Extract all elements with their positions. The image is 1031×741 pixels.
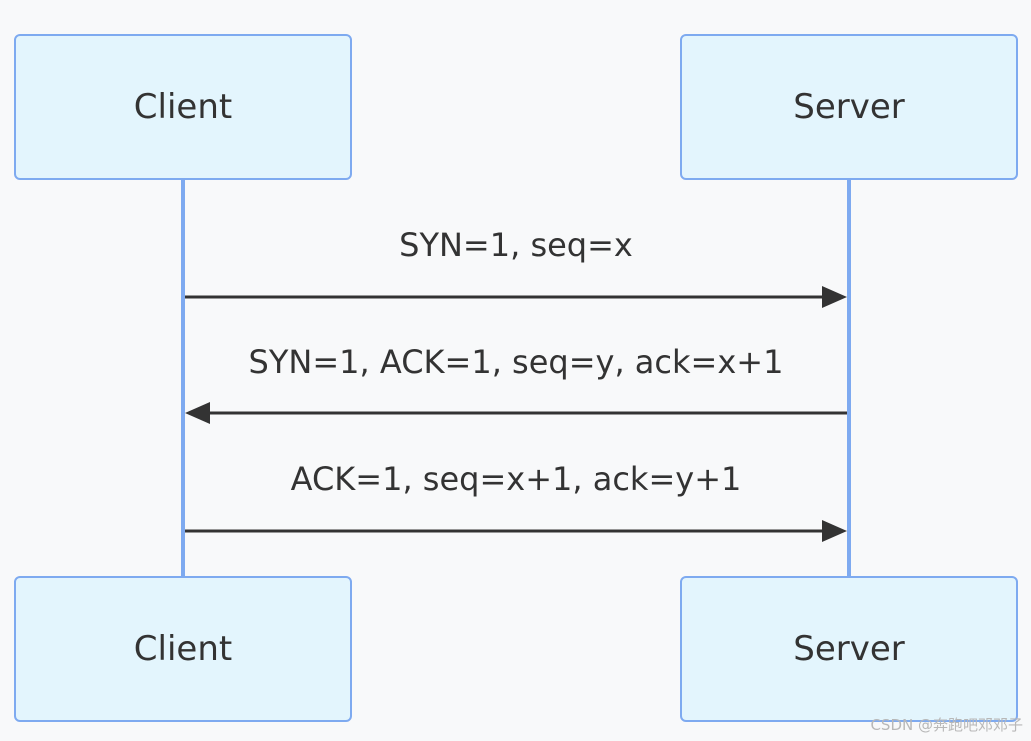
server-actor-top-label: Server bbox=[793, 87, 905, 127]
server-actor-bottom: Server bbox=[680, 576, 1018, 722]
arrow-ack-head bbox=[822, 520, 847, 542]
client-actor-bottom-label: Client bbox=[133, 629, 233, 669]
watermark: CSDN @奔跑吧邓邓子 bbox=[870, 716, 1023, 734]
arrow-syn-ack-head bbox=[185, 402, 210, 424]
server-actor-top: Server bbox=[680, 34, 1018, 180]
message-label-syn: SYN=1, seq=x bbox=[399, 226, 633, 264]
client-actor-top: Client bbox=[14, 34, 352, 180]
client-lifeline bbox=[181, 180, 185, 576]
client-actor-bottom: Client bbox=[14, 576, 352, 722]
message-label-syn-ack: SYN=1, ACK=1, seq=y, ack=x+1 bbox=[248, 343, 784, 381]
server-lifeline bbox=[847, 180, 851, 576]
server-actor-bottom-label: Server bbox=[793, 629, 905, 669]
message-label-ack: ACK=1, seq=x+1, ack=y+1 bbox=[290, 460, 742, 498]
client-actor-top-label: Client bbox=[133, 87, 233, 127]
arrow-syn-head bbox=[822, 286, 847, 308]
